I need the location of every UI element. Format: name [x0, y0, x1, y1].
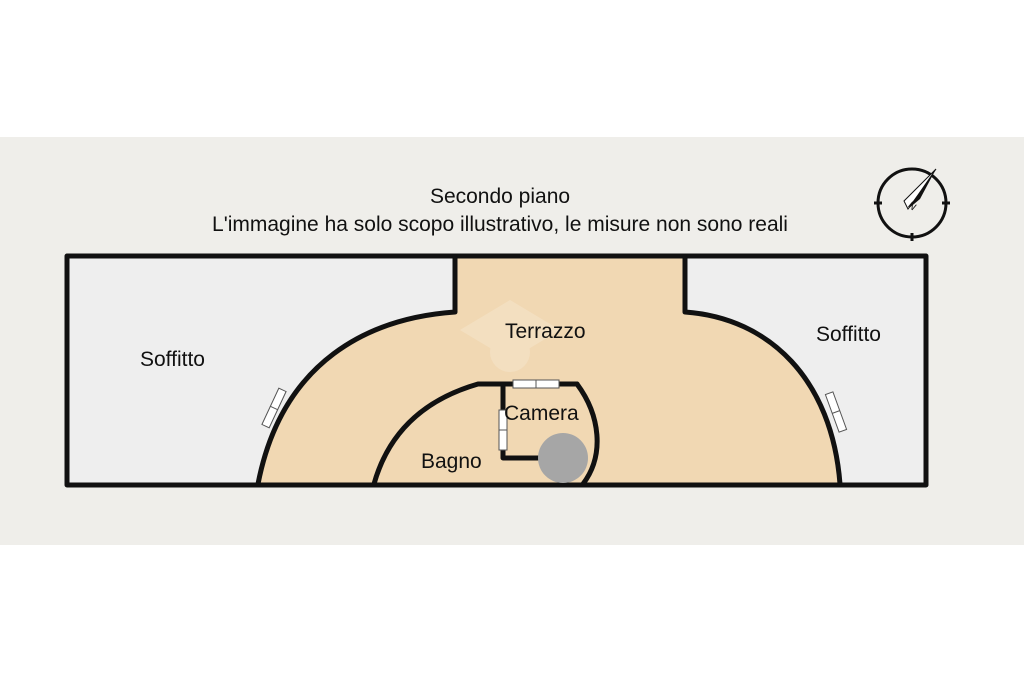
right-attic-area [840, 257, 925, 484]
window-marker-left [261, 387, 287, 429]
terrace-label: Terrazzo [505, 320, 586, 343]
window-marker-right [824, 391, 848, 433]
left-attic-label: Soffitto [140, 348, 205, 371]
bedroom-wall-curve [574, 381, 600, 487]
terrace-wall-left [255, 254, 458, 487]
compass-icon: N [874, 167, 950, 241]
window-marker-top [512, 379, 560, 389]
bathroom-area [374, 384, 540, 484]
bathroom-label: Bagno [421, 450, 482, 473]
disclaimer-text: L'immagine ha solo scopo illustrativo, l… [212, 213, 788, 236]
outer-wall [64, 253, 929, 488]
terrace-wall-right [682, 254, 843, 487]
bedroom-partition [500, 381, 543, 461]
left-attic-corner [258, 257, 455, 484]
window-marker-side [498, 409, 508, 451]
left-attic-area [68, 257, 258, 484]
floor-title: Secondo piano [429, 185, 571, 208]
round-fixture [538, 433, 588, 483]
watermark-logo [460, 300, 560, 372]
bathroom-wall [371, 381, 580, 487]
right-attic-label: Soffitto [816, 323, 881, 346]
bedroom-label: Camera [504, 402, 579, 425]
right-attic-corner [685, 257, 840, 484]
